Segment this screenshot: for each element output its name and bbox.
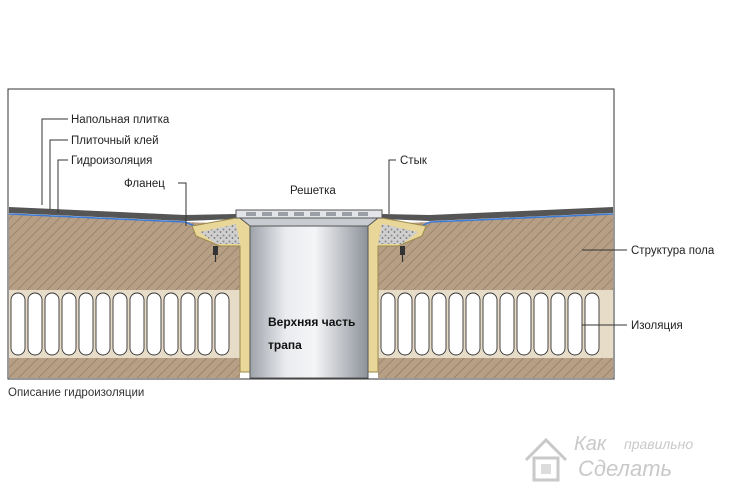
floor-tile-left [9,207,236,221]
insulation-cell [146,292,162,356]
insulation-cell [10,292,26,356]
insulation-cell [482,292,498,356]
label-floor-tile: Напольная плитка [71,114,170,126]
insulation-cell [550,292,566,356]
leader-tile-adhesive [49,139,68,209]
label-tile-adhesive: Плиточный клей [71,135,159,147]
label-floor-structure: Структура пола [631,245,715,257]
insulation-cells-right [380,292,600,356]
insulation-cell [584,292,600,356]
gravel-left [200,224,240,244]
insulation-cell [112,292,128,356]
leader-flange [178,182,187,226]
drain-throat [238,217,380,227]
insulation-cell [61,292,77,356]
leader-joint [388,159,396,214]
insulation-cell [448,292,464,356]
grate-slots [246,212,368,216]
drain-pipe [249,221,369,379]
insulation-cell [180,292,196,356]
house-icon [524,437,568,482]
insulation-cell [431,292,447,356]
logo-word-1: Как [574,433,608,455]
label-joint: Стык [400,155,428,167]
logo-word-2: правильно [624,436,693,452]
floor-tile-right [382,207,613,221]
screw-left [213,246,218,262]
logo-word-3: Сделать [578,456,672,481]
label-insulation: Изоляция [631,320,683,332]
insulation-cell [397,292,413,356]
insulation-cell [197,292,213,356]
screw-right [400,246,405,262]
insulation-cell [465,292,481,356]
insulation-cell [567,292,583,356]
label-drain-top-1: Верхняя часть [268,315,355,329]
insulation-cell [214,292,230,356]
insulation-cell [533,292,549,356]
insulation-cell [163,292,179,356]
label-grate: Решетка [290,185,336,197]
site-logo: Как правильно Сделать [524,433,693,482]
leader-floor-tile [41,118,68,205]
insulation-cell [78,292,94,356]
insulation-cell [516,292,532,356]
label-waterproofing: Гидроизоляция [71,155,152,167]
gravel-right [378,224,418,244]
label-drain-top-2: трапа [268,338,302,352]
insulation-cell [499,292,515,356]
insulation-cell [27,292,43,356]
label-flange: Фланец [124,178,165,190]
insulation-cells-left [10,292,230,356]
insulation-cell [129,292,145,356]
leader-waterproofing [57,159,68,213]
insulation-cell [380,292,396,356]
insulation-cell [95,292,111,356]
insulation-cell [44,292,60,356]
insulation-cell [414,292,430,356]
diagram-caption: Описание гидроизоляции [8,387,145,399]
